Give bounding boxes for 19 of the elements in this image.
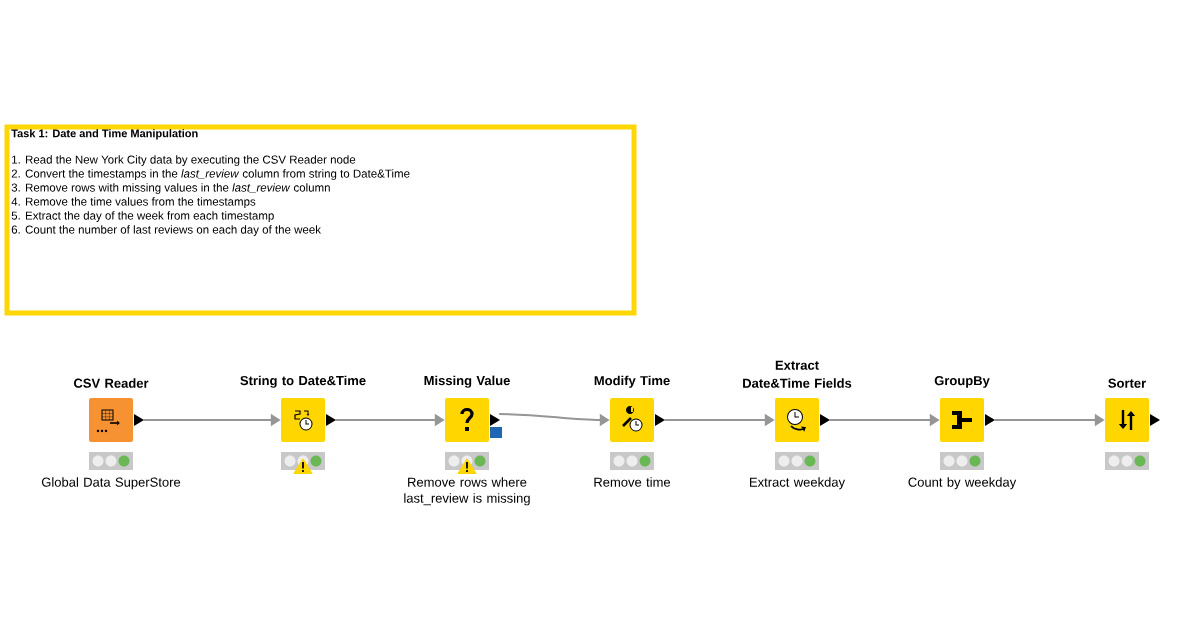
node-caption: Remove rows where last_review is missing xyxy=(404,477,530,506)
node-title: Extract Date&Time Fields xyxy=(743,360,852,388)
node-title: Modify Time xyxy=(594,375,670,388)
instruction-line: 6. Count the number of last reviews on each day of the week xyxy=(11,225,321,236)
instruction-line: 1. Read the New York City data by executing the CSV Reader node xyxy=(12,155,356,166)
node-caption: Remove time xyxy=(594,477,671,487)
node-title: Missing Value xyxy=(424,375,510,388)
node-title: GroupBy xyxy=(934,376,990,388)
instruction-line: 2. Convert the timestamps in the last_review column from string to Date&Time xyxy=(11,169,410,180)
instruction-line: 5. Extract the day of the week from each timestamp xyxy=(11,211,274,222)
instruction-line: 4. Remove the time values from the timestamps xyxy=(11,197,256,208)
node-caption: Global Data SuperStore xyxy=(41,477,181,490)
annotation-heading: Task 1: Date and Time Manipulation xyxy=(11,129,198,140)
node-title: String to Date&Time xyxy=(240,375,366,388)
node-caption: Extract weekday xyxy=(750,477,845,490)
instruction-line: 3. Remove rows with missing values in the last_review column xyxy=(11,183,330,194)
node-title: Sorter xyxy=(1108,378,1146,388)
node-caption: Count by weekday xyxy=(908,477,1017,490)
node-title: CSV Reader xyxy=(73,378,149,388)
